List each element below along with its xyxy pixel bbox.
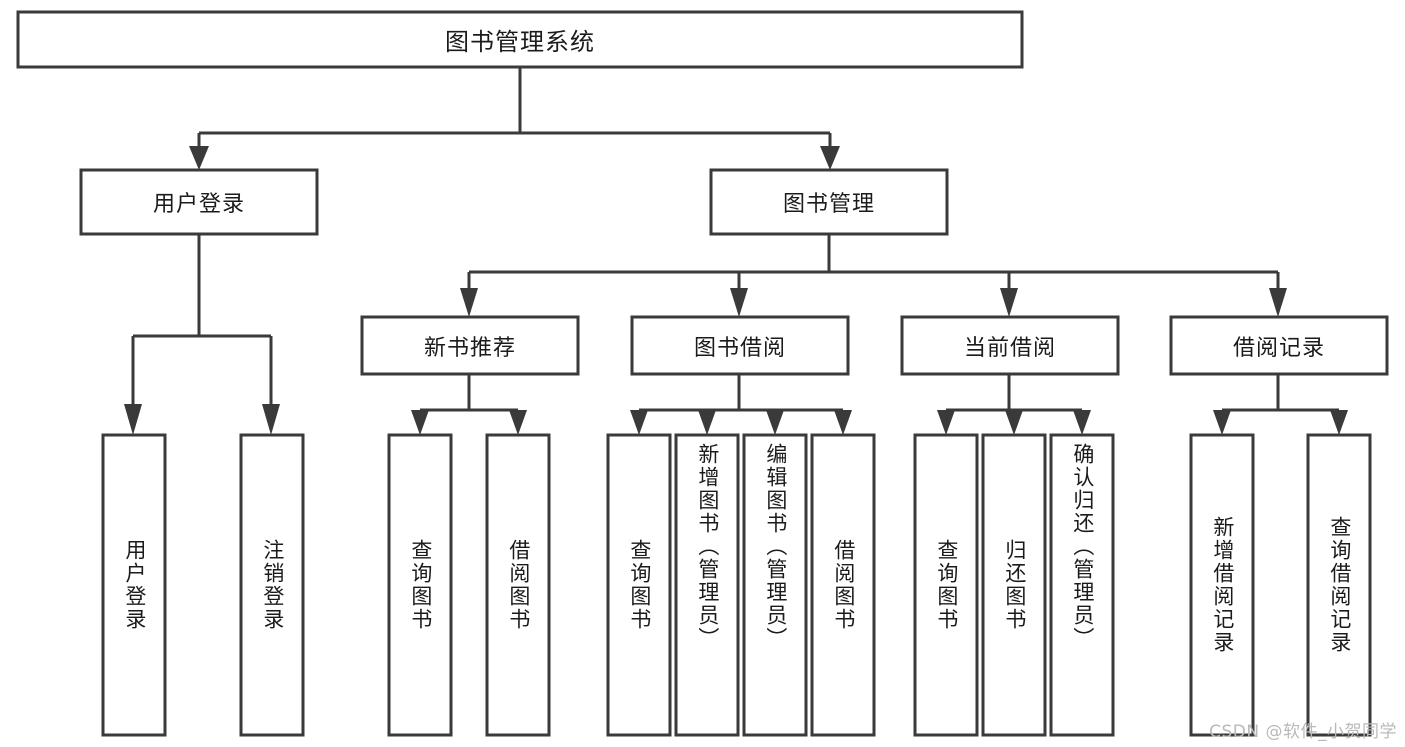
node-book-borrow-box[interactable] (630, 315, 850, 376)
leaf-box-query-book-3[interactable] (913, 433, 979, 737)
arrowhead-leaf-add-record (1213, 410, 1231, 435)
node-book-management-box[interactable] (709, 168, 949, 236)
leaf-box-logout[interactable] (239, 433, 305, 737)
watermark-text: CSDN @软件_小贺同学 (1209, 722, 1397, 742)
arrowhead-leaf-query-book-3 (937, 410, 955, 435)
leaf-box-add-record[interactable] (1189, 433, 1255, 737)
arrowhead-leaf-confirm-return (1073, 410, 1091, 435)
leaf-box-confirm-return[interactable] (1049, 433, 1115, 737)
arrowhead-borrow-records (1269, 288, 1287, 317)
arrowhead-to-bookmgmt (820, 146, 840, 170)
arrowhead-leaf-query-book-1 (411, 410, 429, 435)
node-root-box[interactable] (16, 10, 1024, 69)
leaf-box-query-record[interactable] (1306, 433, 1372, 737)
leaf-box-edit-book[interactable] (742, 433, 808, 737)
arrowhead-leaf-borrow-book-2 (834, 410, 852, 435)
leaf-box-add-book[interactable] (674, 433, 740, 737)
arrowhead-leaf-borrow-book-1 (509, 410, 527, 435)
leaf-box-return-book[interactable] (981, 433, 1047, 737)
node-borrow-records-box[interactable] (1169, 315, 1389, 376)
arrowhead-leaf-user-login (124, 404, 142, 435)
leaf-box-user-login[interactable] (101, 433, 167, 737)
arrowhead-current-borrow (1000, 288, 1018, 317)
node-user-login-box[interactable] (79, 168, 319, 236)
node-newbook-recommend-box[interactable] (360, 315, 580, 376)
arrowhead-leaf-add-book (698, 410, 716, 435)
arrowhead-leaf-edit-book (766, 410, 784, 435)
arrowhead-book-borrow (730, 288, 748, 317)
arrowhead-leaf-return-book (1005, 410, 1023, 435)
arrowhead-leaf-logout (262, 404, 280, 435)
leaf-box-borrow-book-1[interactable] (485, 433, 551, 737)
arrowhead-newbook-recommend (460, 288, 478, 317)
node-current-borrow-box[interactable] (900, 315, 1120, 376)
arrowhead-leaf-query-book-2 (630, 410, 648, 435)
leaf-box-query-book-1[interactable] (387, 433, 453, 737)
arrowhead-leaf-query-record (1330, 410, 1348, 435)
leaf-box-query-book-2[interactable] (606, 433, 672, 737)
arrowhead-to-login (189, 146, 209, 170)
leaf-box-borrow-book-2[interactable] (810, 433, 876, 737)
